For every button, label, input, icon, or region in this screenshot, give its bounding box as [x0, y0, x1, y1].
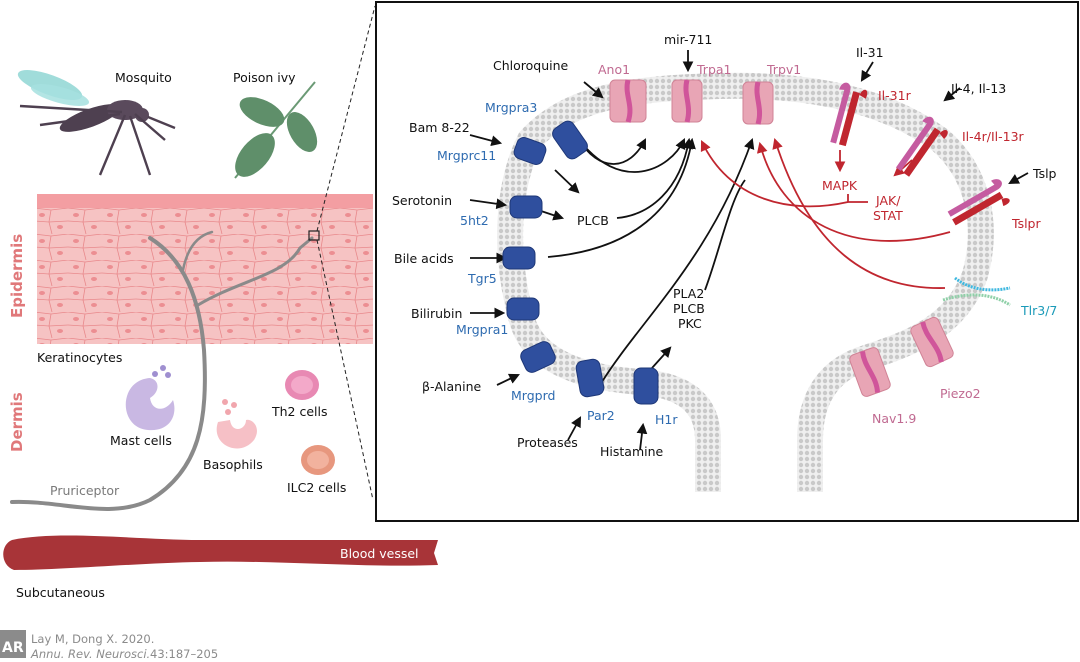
zoom-region-box: [308, 230, 320, 241]
blood-vessel-label: Blood vessel: [340, 546, 419, 561]
mast-cell-icon: [125, 365, 175, 431]
bilirubin-label: Bilirubin: [411, 306, 462, 321]
dermis-label: Dermis: [8, 392, 26, 452]
mosquito-label: Mosquito: [115, 70, 172, 85]
mrgprd-receptor: [520, 341, 556, 373]
citation-authors: Lay M, Dong X. 2020.: [31, 632, 154, 646]
citation-pages: 43:187–205: [150, 647, 218, 661]
trpv1-label: Trpv1: [766, 62, 801, 77]
mrgprc11-receptor: [513, 137, 547, 165]
proteases-label: Proteases: [517, 435, 578, 450]
subcutaneous-label: Subcutaneous: [16, 585, 105, 600]
svg-text:AR: AR: [2, 640, 24, 656]
th2-cell-icon: [285, 370, 319, 400]
mrgpra1-receptor: [506, 297, 540, 321]
blood-vessel: [3, 535, 438, 570]
tslp-label: Tslp: [1032, 166, 1057, 181]
pathway-arrows-red: [700, 137, 951, 289]
pkc-label: PKC: [678, 316, 702, 331]
il4r-il13r-receptor: [895, 116, 948, 177]
mrgpra3-label: Mrgpra3: [485, 100, 537, 115]
mast-cells-label: Mast cells: [110, 433, 172, 448]
mosquito-icon: [17, 70, 176, 176]
h1r-label: H1r: [655, 412, 678, 427]
plcb-label: PLCB: [577, 213, 609, 228]
piezo2-label: Piezo2: [940, 386, 981, 401]
beta-alanine-label: β-Alanine: [422, 379, 481, 394]
mrgpra1-label: Mrgpra1: [456, 322, 508, 337]
mapk-label: MAPK: [822, 178, 858, 193]
ilc2-cells-label: ILC2 cells: [287, 480, 346, 495]
mrgprc11-label: Mrgprc11: [437, 148, 496, 163]
5ht2-receptor: [509, 195, 543, 219]
pruriceptor-label: Pruriceptor: [50, 483, 120, 498]
keratinocytes-label: Keratinocytes: [37, 350, 122, 365]
stratum-corneum: [37, 194, 373, 208]
epidermis-layer: [37, 208, 373, 344]
bile-acids-label: Bile acids: [394, 251, 454, 266]
il4-il13-label: Il-4, Il-13: [951, 81, 1006, 96]
epidermis-label: Epidermis: [8, 234, 26, 318]
h1r-receptor: [633, 367, 659, 405]
tslpr-label: Tslpr: [1011, 216, 1041, 231]
cytokine-receptors: [830, 82, 1011, 307]
par2-label: Par2: [587, 408, 615, 423]
bam-label: Bam 8-22: [409, 120, 470, 135]
il31-label: Il-31: [856, 45, 884, 60]
poison-ivy-label: Poison ivy: [233, 70, 296, 85]
nav19-channel: [849, 347, 891, 397]
histamine-label: Histamine: [600, 444, 664, 459]
serotonin-label: Serotonin: [392, 193, 452, 208]
basophil-icon: [216, 399, 257, 449]
basophils-label: Basophils: [203, 457, 263, 472]
trpv1-channel: [742, 81, 774, 125]
zoom-guide-bottom: [316, 239, 374, 501]
tlr37-receptor: [942, 276, 1011, 307]
gpcr-receptors: [502, 120, 659, 405]
citation-journal: Annu. Rev. Neurosci.: [30, 647, 150, 661]
pla2-label: PLA2: [673, 286, 704, 301]
5ht2-label: 5ht2: [460, 213, 489, 228]
stat-label: STAT: [873, 208, 903, 223]
tslpr-receptor: [947, 179, 1010, 226]
tlr37-label: Tlr3/7: [1020, 303, 1057, 318]
il4r-il13r-label: Il-4r/Il-13r: [962, 129, 1025, 144]
poison-ivy-icon: [234, 81, 318, 179]
il31r-receptor: [830, 82, 868, 147]
trpa1-channel: [671, 79, 703, 123]
pathway-arrows-black: [469, 50, 1029, 451]
annual-reviews-logo: AR: [0, 630, 26, 658]
jak-label: JAK/: [875, 193, 901, 208]
mrgpra3-receptor: [552, 120, 588, 160]
mrgprd-label: Mrgprd: [511, 388, 555, 403]
ano1-channel: [609, 79, 647, 123]
piezo2-channel: [910, 316, 954, 368]
nav19-label: Nav1.9: [872, 411, 916, 426]
trpa1-label: Trpa1: [696, 62, 732, 77]
tgr5-label: Tgr5: [467, 271, 497, 286]
ano1-label: Ano1: [598, 62, 630, 77]
plcb2-label: PLCB: [673, 301, 705, 316]
il31r-label: Il-31r: [878, 88, 912, 103]
zoom-guide-top: [316, 5, 376, 232]
chloroquine-label: Chloroquine: [493, 58, 569, 73]
ilc2-cell-icon: [301, 445, 335, 475]
par2-receptor: [575, 358, 605, 398]
pruriceptor-nerve: [10, 230, 314, 511]
mir711-label: mir-711: [664, 32, 712, 47]
th2-cells-label: Th2 cells: [271, 404, 328, 419]
ion-channels: [609, 79, 954, 397]
tgr5-receptor: [502, 246, 536, 270]
